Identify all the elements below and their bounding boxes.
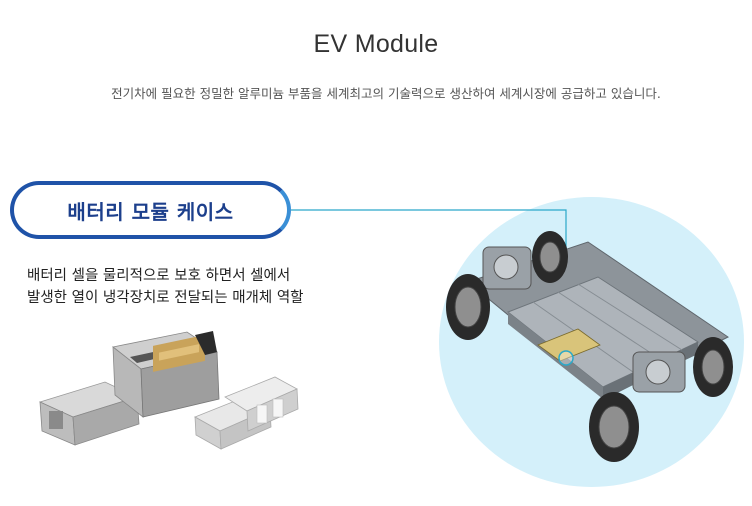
wheels xyxy=(446,231,733,462)
small-module-case xyxy=(38,381,140,446)
ev-chassis-image xyxy=(446,231,733,462)
description-line-1: 배터리 셀을 물리적으로 보호 하면서 셀에서 xyxy=(27,268,291,284)
page-subtitle: 전기차에 필요한 정밀한 알루미늄 부품을 세계최고의 기술력으로 생산하여 세… xyxy=(111,86,661,101)
description-line-2: 발생한 열이 냉각장치로 전달되는 매개체 역할 xyxy=(27,290,304,306)
battery-module-case-products-image xyxy=(38,331,299,450)
feature-description: 배터리 셀을 물리적으로 보호 하면서 셀에서 발생한 열이 냉각장치로 전달되… xyxy=(27,265,304,309)
open-module-case xyxy=(112,331,220,418)
extruded-profiles xyxy=(194,376,299,450)
feature-label-pill: 배터리 모듈 케이스 xyxy=(10,181,291,239)
page-title: EV Module xyxy=(313,30,439,58)
feature-label: 배터리 모듈 케이스 xyxy=(67,199,234,224)
callout-marker xyxy=(558,350,574,366)
